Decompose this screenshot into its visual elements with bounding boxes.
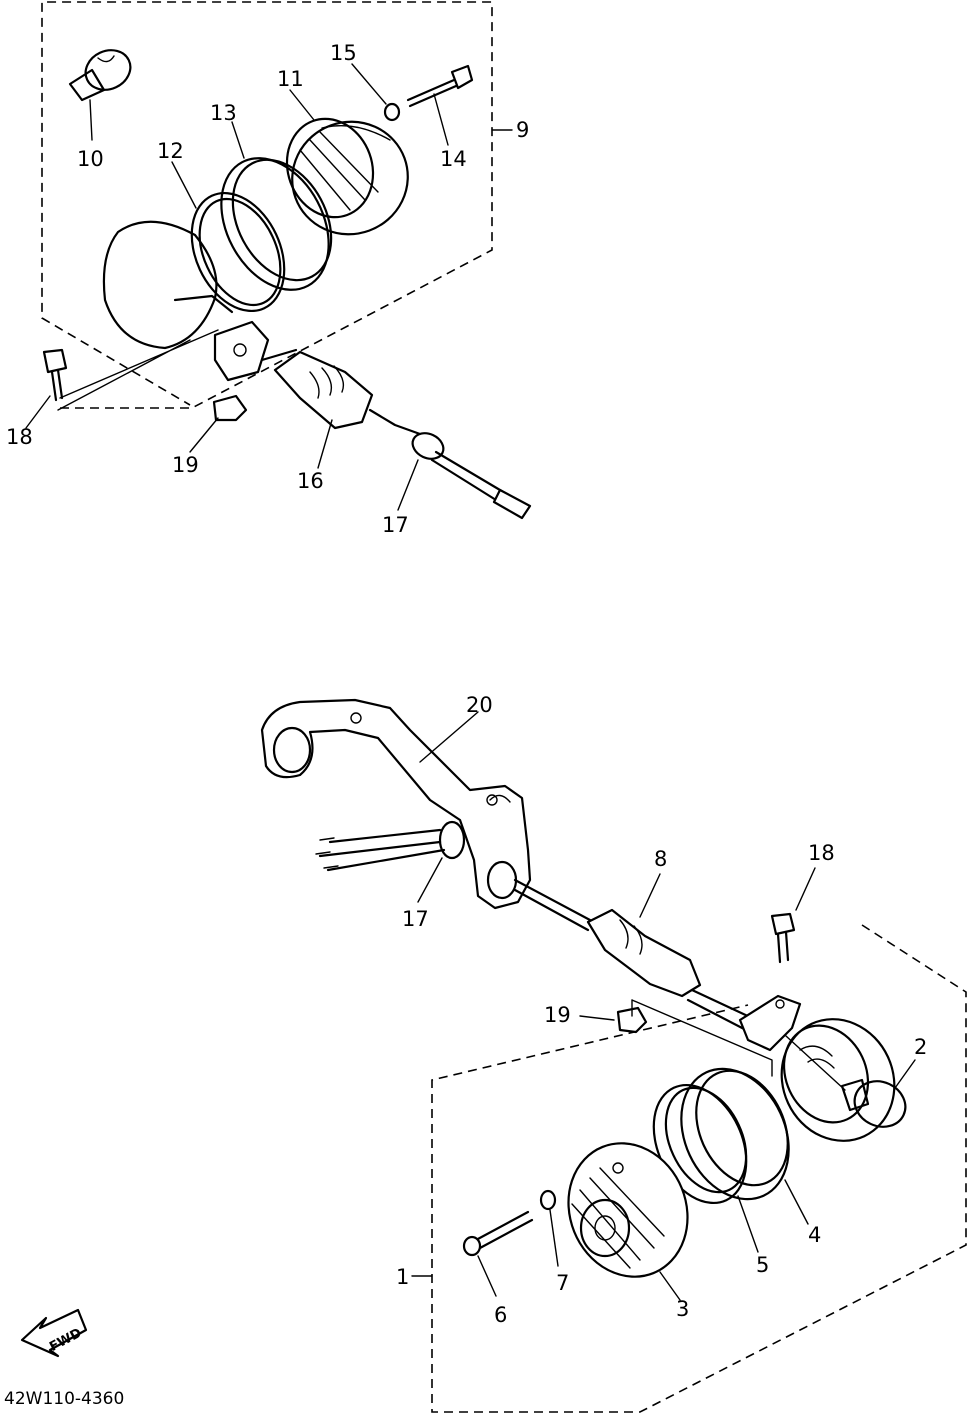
callout-5: 5 (756, 1253, 769, 1277)
housing-body (102, 220, 270, 382)
lens-11 (285, 89, 409, 236)
bottom-kit-boundary (431, 924, 967, 1413)
callout-12: 12 (157, 139, 184, 163)
rim-4 (680, 1067, 809, 1225)
washer-7 (539, 1189, 559, 1267)
callout-18-bottom: 18 (808, 841, 835, 865)
nut-19-top (189, 394, 248, 453)
wire-harness (513, 878, 592, 922)
callout-11: 11 (277, 67, 304, 91)
washer-15 (351, 63, 401, 122)
callout-9: 9 (516, 118, 529, 142)
callout-labels: 10 12 13 11 15 14 9 18 19 16 17 20 8 18 … (4, 41, 927, 1409)
top-kit-boundary (41, 1, 493, 409)
callout-18-top: 18 (6, 425, 33, 449)
socket-16 (260, 348, 422, 469)
callout-7: 7 (556, 1271, 569, 1295)
callout-8: 8 (654, 847, 667, 871)
gasket-12 (171, 161, 286, 313)
callout-13: 13 (210, 101, 237, 125)
callout-19-top: 19 (172, 453, 199, 477)
screw-18-bottom (770, 867, 816, 964)
top-assembly (25, 1, 532, 520)
nut-19-bottom (579, 999, 773, 1077)
screw-6 (462, 1210, 534, 1297)
screw-18-top (25, 329, 219, 429)
bulb-10 (68, 49, 132, 141)
callout-20: 20 (466, 693, 493, 717)
callout-2: 2 (914, 1035, 927, 1059)
part-code: 42W110-4360 (4, 1389, 124, 1409)
callout-16: 16 (297, 469, 324, 493)
callout-17-top: 17 (382, 513, 409, 537)
callout-4: 4 (808, 1223, 821, 1247)
callout-6: 6 (494, 1303, 507, 1327)
lens-3 (567, 1142, 689, 1301)
socket-8 (586, 873, 754, 1032)
callout-3: 3 (676, 1297, 689, 1321)
fwd-arrow-icon (20, 1308, 88, 1358)
callout-17-bottom: 17 (402, 907, 429, 931)
callout-15: 15 (330, 41, 357, 65)
rim-13 (220, 121, 333, 291)
grommet-17 (397, 432, 532, 520)
stay-20 (260, 698, 532, 910)
bottom-assembly (20, 698, 967, 1413)
callout-19-bottom: 19 (544, 1003, 571, 1027)
callout-14: 14 (440, 147, 467, 171)
housing-body-bottom (738, 994, 896, 1142)
callout-1: 1 (396, 1265, 409, 1289)
screw-14 (406, 64, 474, 146)
bulb-2 (785, 1035, 916, 1128)
grommet-17-bottom (315, 820, 466, 903)
callout-10: 10 (77, 147, 104, 171)
